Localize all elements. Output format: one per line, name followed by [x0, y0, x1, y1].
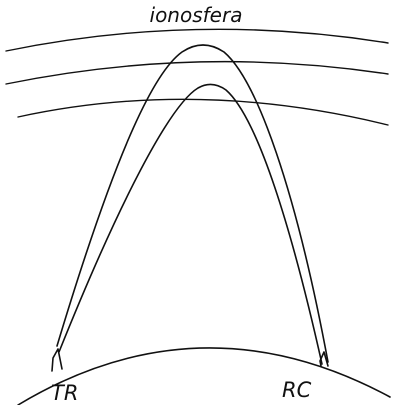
ionosphere-layer-3 [18, 99, 388, 125]
transmitter-label: TR [51, 381, 78, 405]
ray-path-inner [59, 84, 322, 364]
receiver-label: RC [282, 378, 312, 402]
ionosphere-layer-2 [6, 62, 388, 84]
transmitter-antenna [52, 349, 62, 371]
ionosphere-label: ionosfera [150, 3, 243, 27]
ionosphere-layer-1 [6, 29, 388, 51]
